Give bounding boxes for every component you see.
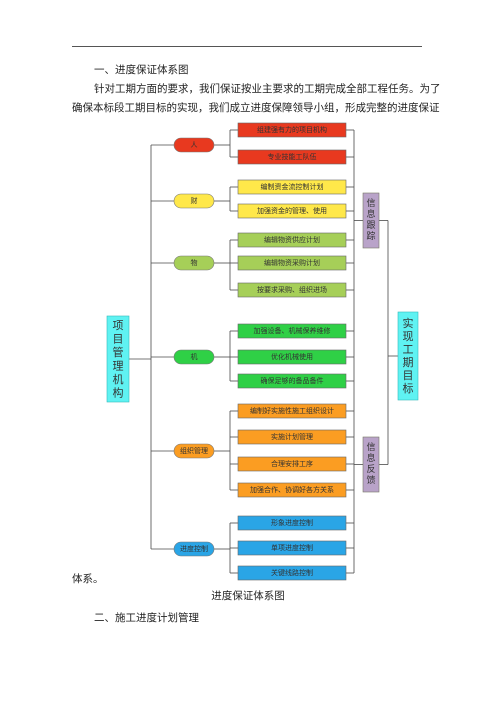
item-label-4-1: 实施计划管理 bbox=[271, 432, 313, 441]
item-box-4-0 bbox=[237, 403, 347, 419]
item-box-5-1 bbox=[237, 540, 347, 556]
project-management-label: 项目管理机构 bbox=[113, 319, 124, 400]
item-label-4-2: 合理安排工序 bbox=[271, 459, 313, 468]
item-label-2-2: 按要求采购、组织进场 bbox=[257, 285, 327, 294]
category-label-2: 物 bbox=[191, 258, 198, 267]
item-label-0-0: 组建强有力的项目机构 bbox=[257, 125, 327, 134]
info-feedback-box bbox=[362, 436, 380, 493]
item-box-4-2 bbox=[237, 456, 347, 472]
item-box-5-2 bbox=[237, 565, 347, 581]
paragraph-line-1: 针对工期方面的要求，我们保证按业主要求的工期完成全部工程任务。为了 bbox=[94, 83, 441, 95]
item-label-1-0: 编制资金流控制计划 bbox=[261, 182, 324, 191]
paragraph-line-2: 确保本标段工期目标的实现，我们成立进度保障领导小组，形成完整的进度保证 bbox=[72, 102, 440, 114]
item-box-2-2 bbox=[237, 282, 347, 298]
category-label-3: 机 bbox=[191, 352, 198, 361]
item-label-3-0: 加强设备、机械保养维修 bbox=[254, 326, 331, 335]
item-box-3-2 bbox=[237, 373, 347, 389]
item-box-2-1 bbox=[237, 255, 347, 271]
category-box-4 bbox=[173, 443, 215, 459]
category-box-3 bbox=[173, 349, 215, 365]
item-label-0-1: 专业技能工队伍 bbox=[268, 152, 317, 161]
schedule-target-label: 实现工期目标 bbox=[403, 316, 414, 395]
connector-lines bbox=[129, 129, 398, 574]
item-box-0-1 bbox=[237, 149, 347, 165]
item-box-4-3 bbox=[237, 482, 347, 498]
item-label-4-0: 编制好实施性施工组织设计 bbox=[250, 406, 334, 415]
item-box-3-1 bbox=[237, 349, 347, 365]
item-box-1-0 bbox=[237, 179, 347, 195]
info-track-label: 信息跟踪 bbox=[366, 197, 375, 242]
section-heading-1: 一、进度保证体系图 bbox=[94, 64, 189, 76]
category-label-1: 财 bbox=[191, 196, 198, 205]
item-box-4-1 bbox=[237, 429, 347, 445]
info-track-box bbox=[362, 192, 380, 249]
item-label-5-2: 关键线路控制 bbox=[271, 568, 313, 577]
item-label-3-1: 优化机械使用 bbox=[271, 352, 313, 361]
item-box-3-0 bbox=[237, 323, 347, 339]
item-label-4-3: 加强合作、协调好各方关系 bbox=[250, 485, 334, 494]
category-box-5 bbox=[173, 541, 215, 557]
header-rule bbox=[72, 46, 422, 47]
category-label-4: 组织管理 bbox=[180, 446, 208, 455]
paragraph-end: 体系。 bbox=[72, 573, 104, 585]
item-box-1-1 bbox=[237, 203, 347, 219]
item-box-2-0 bbox=[237, 232, 347, 248]
info-feedback-label: 信息反馈 bbox=[366, 441, 375, 486]
item-label-1-1: 加强资金的管理、使用 bbox=[257, 206, 327, 215]
category-label-5: 进度控制 bbox=[180, 544, 208, 553]
category-box-2 bbox=[173, 255, 215, 271]
item-box-0-0 bbox=[237, 122, 347, 138]
section-heading-2: 二、施工进度计划管理 bbox=[94, 612, 199, 624]
item-label-2-1: 编辑物资采购计划 bbox=[264, 258, 320, 267]
item-label-2-0: 编辑物资供应计划 bbox=[264, 235, 320, 244]
category-box-1 bbox=[173, 193, 215, 209]
item-label-3-2: 确保足够的备品备件 bbox=[261, 376, 324, 385]
schedule-target-box bbox=[397, 311, 419, 401]
item-label-5-1: 单项进度控制 bbox=[271, 543, 313, 552]
project-management-box bbox=[106, 315, 130, 403]
item-box-5-0 bbox=[237, 515, 347, 531]
figure-caption: 进度保证体系图 bbox=[211, 590, 285, 602]
item-label-5-0: 形象进度控制 bbox=[271, 518, 313, 527]
category-box-0 bbox=[173, 137, 215, 153]
category-label-0: 人 bbox=[191, 141, 198, 149]
